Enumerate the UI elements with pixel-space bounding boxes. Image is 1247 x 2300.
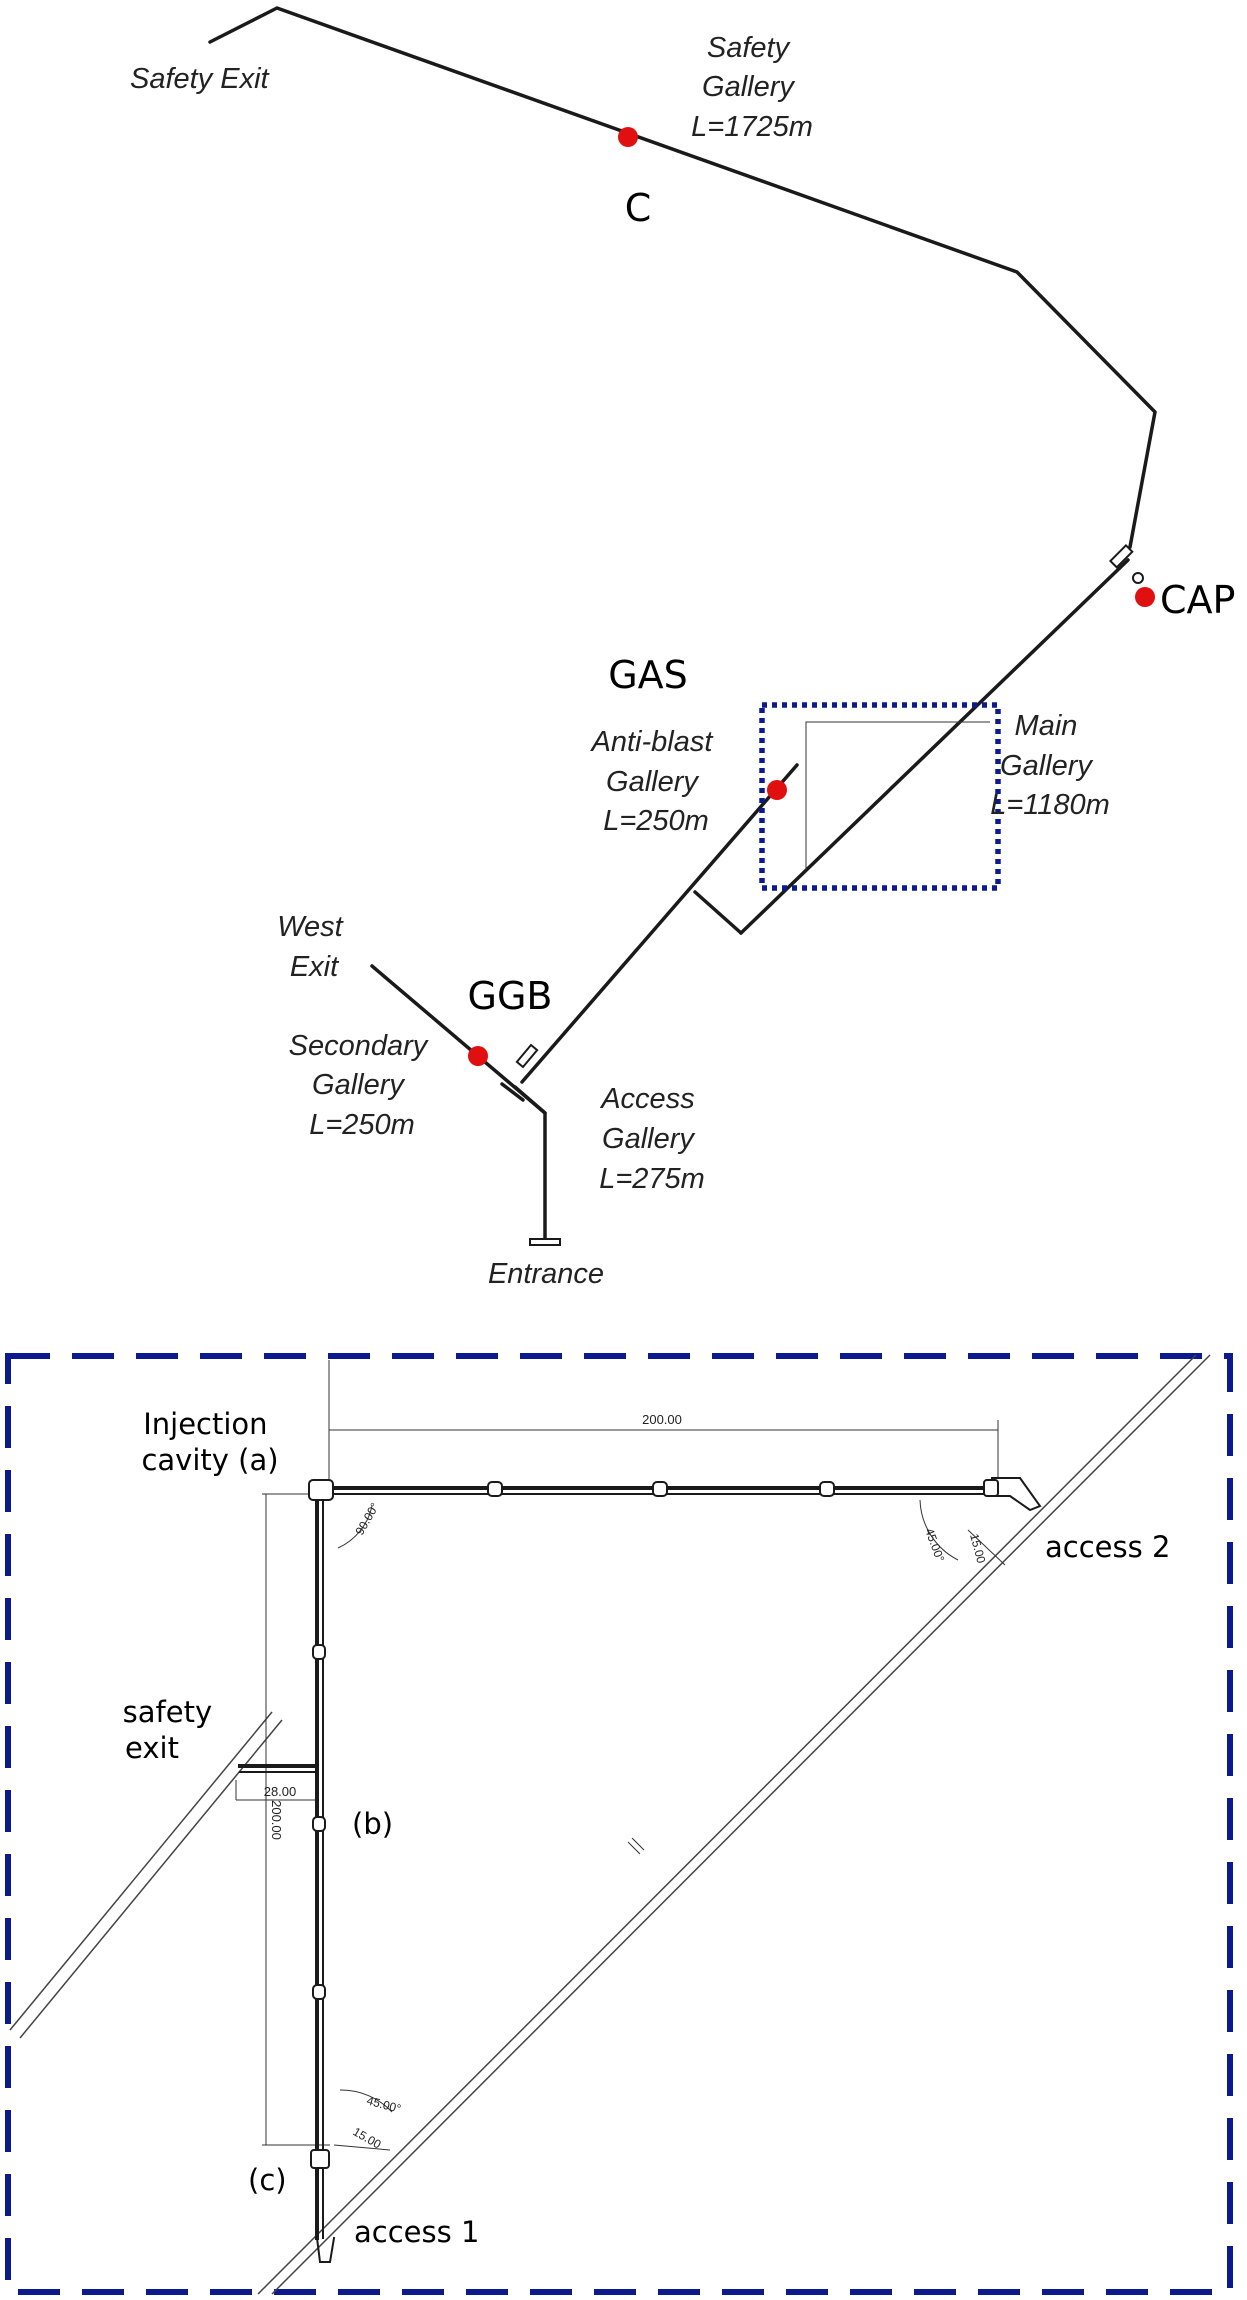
marker-ggb bbox=[468, 1046, 488, 1066]
marker-cap bbox=[1135, 587, 1155, 607]
label-access-gallery: Access Gallery L=275m bbox=[599, 1083, 705, 1195]
access-gallery-line bbox=[520, 763, 799, 1084]
dim-top-length: 200.00 bbox=[642, 1412, 682, 1427]
label-point-c-detail: (c) bbox=[248, 2163, 287, 2197]
point-markers bbox=[468, 127, 1155, 1066]
marker-c bbox=[618, 127, 638, 147]
dim-angle-top-right: 45.00° bbox=[922, 1526, 947, 1564]
entrance-line bbox=[513, 1085, 547, 1242]
label-point-c: C bbox=[625, 186, 652, 230]
label-anti-blast-gallery: Anti-blast Gallery L=250m bbox=[590, 726, 721, 837]
label-safety-exit-detail: safety exit bbox=[123, 1695, 222, 1765]
label-secondary-gallery: Secondary Gallery L=250m bbox=[289, 1030, 436, 1141]
detail-injection-tunnel bbox=[238, 1477, 1042, 2263]
dim-branch-length: 28.00 bbox=[264, 1784, 297, 1799]
label-entrance: Entrance bbox=[488, 1258, 604, 1290]
cavity-c-node bbox=[310, 2149, 330, 2169]
label-point-ggb: GGB bbox=[468, 974, 553, 1018]
detail-frame bbox=[5, 1353, 1233, 2295]
marker-gas bbox=[767, 780, 787, 800]
label-west-exit: West Exit bbox=[277, 911, 351, 983]
label-point-cap: CAP bbox=[1160, 578, 1235, 622]
dim-side-length: 200.00 bbox=[269, 1800, 284, 1840]
main-gallery-line bbox=[739, 558, 1130, 935]
safety-gallery-line bbox=[208, 6, 1157, 549]
detail-main-gallery bbox=[257, 1354, 1211, 2295]
detail-safety-exit-gallery bbox=[9, 1711, 283, 2039]
detail-gallery-marker bbox=[627, 1837, 645, 1855]
label-access-1: access 1 bbox=[354, 2215, 479, 2249]
junction-tick bbox=[500, 1082, 525, 1102]
entrance-symbol bbox=[529, 1238, 561, 1246]
dim-offset-top-right: 15.00 bbox=[967, 1532, 988, 1565]
label-point-b: (b) bbox=[352, 1807, 393, 1841]
ggb-symbol bbox=[515, 1043, 539, 1069]
label-safety-gallery: Safety Gallery L=1725m bbox=[691, 32, 813, 143]
dim-angle-top-left: 90.00° bbox=[352, 1500, 382, 1537]
detail-cavity-nodes bbox=[308, 1479, 999, 2169]
label-injection-cavity: Injection cavity (a) bbox=[141, 1407, 278, 1477]
zoom-region-box bbox=[759, 702, 1001, 891]
label-safety-exit: Safety Exit bbox=[130, 63, 271, 95]
cap-symbol bbox=[1108, 543, 1134, 569]
label-main-gallery: Main Gallery L=1180m bbox=[990, 710, 1110, 821]
label-access-2: access 2 bbox=[1045, 1530, 1170, 1564]
gallery-symbols bbox=[515, 543, 1144, 1246]
gallery-map bbox=[208, 6, 1157, 1242]
cavity-a-node bbox=[308, 1479, 334, 1501]
detail-dimension-lines bbox=[235, 1360, 1006, 2151]
cap-ring-symbol bbox=[1132, 572, 1144, 584]
dim-angle-bottom: 45.00° bbox=[365, 2093, 402, 2116]
gallery-connector-line bbox=[693, 890, 743, 935]
zoom-region-inner-line bbox=[805, 721, 990, 870]
label-point-gas: GAS bbox=[608, 653, 688, 697]
